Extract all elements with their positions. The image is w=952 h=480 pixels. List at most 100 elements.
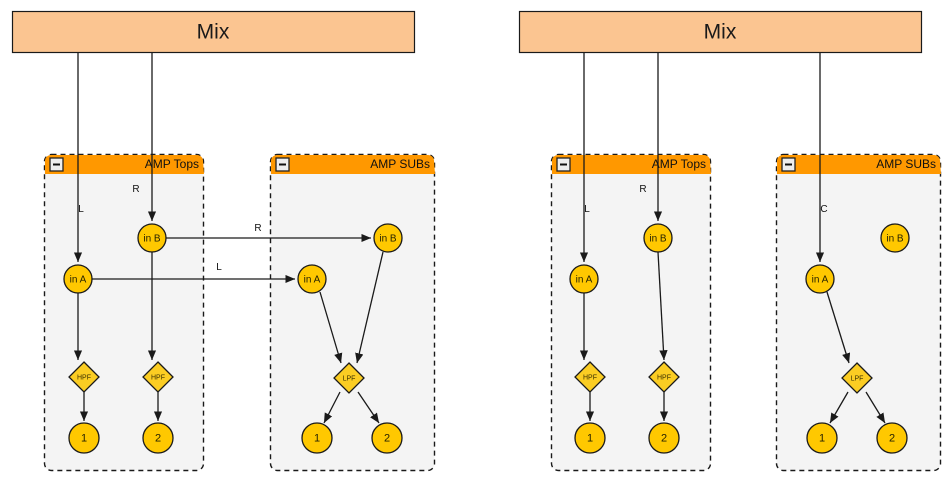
edge-line <box>357 391 380 424</box>
node-label: 1 <box>81 433 87 445</box>
node-diamond[interactable] <box>648 361 680 393</box>
node-circle[interactable] <box>880 223 910 253</box>
node-label: 2 <box>384 433 390 445</box>
node-label: LPF <box>851 376 864 383</box>
node-circle[interactable] <box>301 422 333 454</box>
source-box-rect[interactable] <box>11 10 416 54</box>
node-label: 1 <box>819 433 825 445</box>
node-label: in B <box>143 234 161 245</box>
node-diamond[interactable] <box>142 361 174 393</box>
node-2[interactable]: 2 <box>876 422 908 454</box>
edge-label: R <box>132 184 139 195</box>
node-diamond[interactable] <box>574 361 606 393</box>
node-circle[interactable] <box>569 264 599 294</box>
group-nodes: in A in B LPF 1 2 <box>805 223 910 454</box>
source-box-rect[interactable] <box>518 10 923 54</box>
node-label: in A <box>812 275 829 286</box>
node-in-a[interactable]: in A <box>63 264 93 294</box>
node-label: 2 <box>661 433 667 445</box>
node-label: in A <box>576 275 593 286</box>
group-nodes: in A in B LPF 1 2 <box>297 223 403 454</box>
group-nodes: in A in B HPF HPF 1 2 <box>569 223 680 454</box>
node-in-b[interactable]: in B <box>137 223 167 253</box>
node-1[interactable]: 1 <box>574 422 606 454</box>
node-1[interactable]: 1 <box>806 422 838 454</box>
group-container-border <box>775 153 942 472</box>
edge-label: R <box>254 223 261 234</box>
source-box: Mix <box>11 10 416 54</box>
right-amp-subs: AMP SUBs <box>775 153 942 472</box>
node-label: LPF <box>343 376 356 383</box>
node-label: HPF <box>657 375 671 382</box>
group-header-bar[interactable] <box>45 155 204 174</box>
node-diamond[interactable] <box>333 362 365 394</box>
group-title: AMP SUBs <box>370 157 430 171</box>
edges: LRC <box>579 52 886 424</box>
node-lpf[interactable]: LPF <box>841 362 873 394</box>
node-hpf[interactable]: HPF <box>574 361 606 393</box>
node-2[interactable]: 2 <box>648 422 680 454</box>
edge-line <box>323 391 341 424</box>
node-hpf[interactable]: HPF <box>142 361 174 393</box>
node-label: 2 <box>889 433 895 445</box>
edge-line <box>826 291 851 364</box>
node-circle[interactable] <box>806 422 838 454</box>
node-circle[interactable] <box>63 264 93 294</box>
node-in-a[interactable]: in A <box>297 264 327 294</box>
node-in-a[interactable]: in A <box>569 264 599 294</box>
group-header-bar[interactable] <box>777 155 941 174</box>
node-label: HPF <box>151 375 165 382</box>
node-circle[interactable] <box>142 422 174 454</box>
node-2[interactable]: 2 <box>142 422 174 454</box>
edge-label: C <box>820 204 827 215</box>
node-circle[interactable] <box>643 223 673 253</box>
node-in-b[interactable]: in B <box>880 223 910 253</box>
node-1[interactable]: 1 <box>301 422 333 454</box>
edge-line <box>829 391 849 424</box>
node-diamond[interactable] <box>68 361 100 393</box>
edge-line <box>355 251 384 364</box>
node-in-a[interactable]: in A <box>805 264 835 294</box>
node-lpf[interactable]: LPF <box>333 362 365 394</box>
edge-label: L <box>216 262 222 273</box>
node-circle[interactable] <box>137 223 167 253</box>
node-circle[interactable] <box>574 422 606 454</box>
node-circle[interactable] <box>876 422 908 454</box>
left-amp-tops: AMP Tops <box>43 153 205 472</box>
group-header-bar[interactable] <box>271 155 435 174</box>
node-hpf[interactable]: HPF <box>68 361 100 393</box>
edge-line <box>865 391 886 424</box>
source-box-label: Mix <box>197 21 230 44</box>
node-label: HPF <box>77 375 91 382</box>
node-circle[interactable] <box>297 264 327 294</box>
group-title: AMP Tops <box>145 157 199 171</box>
node-circle[interactable] <box>805 264 835 294</box>
node-circle[interactable] <box>68 422 100 454</box>
node-in-b[interactable]: in B <box>643 223 673 253</box>
node-circle[interactable] <box>371 422 403 454</box>
left-amp-subs: AMP SUBs <box>269 153 436 472</box>
edge-label: R <box>639 184 646 195</box>
node-label: in B <box>379 234 397 245</box>
edge-line <box>319 291 343 364</box>
node-label: HPF <box>583 375 597 382</box>
node-circle[interactable] <box>373 223 403 253</box>
right-amp-tops: AMP Tops <box>550 153 712 472</box>
node-2[interactable]: 2 <box>371 422 403 454</box>
node-diamond[interactable] <box>841 362 873 394</box>
group-container-border <box>550 153 712 472</box>
edge-label: L <box>78 204 84 215</box>
node-in-b[interactable]: in B <box>373 223 403 253</box>
node-label: 1 <box>314 433 320 445</box>
group-nodes: in A in B HPF HPF 1 2 <box>63 223 174 454</box>
node-circle[interactable] <box>648 422 680 454</box>
node-1[interactable]: 1 <box>68 422 100 454</box>
source-box: Mix <box>518 10 923 54</box>
node-label: in B <box>886 234 904 245</box>
group-header-bar[interactable] <box>552 155 711 174</box>
node-hpf[interactable]: HPF <box>648 361 680 393</box>
